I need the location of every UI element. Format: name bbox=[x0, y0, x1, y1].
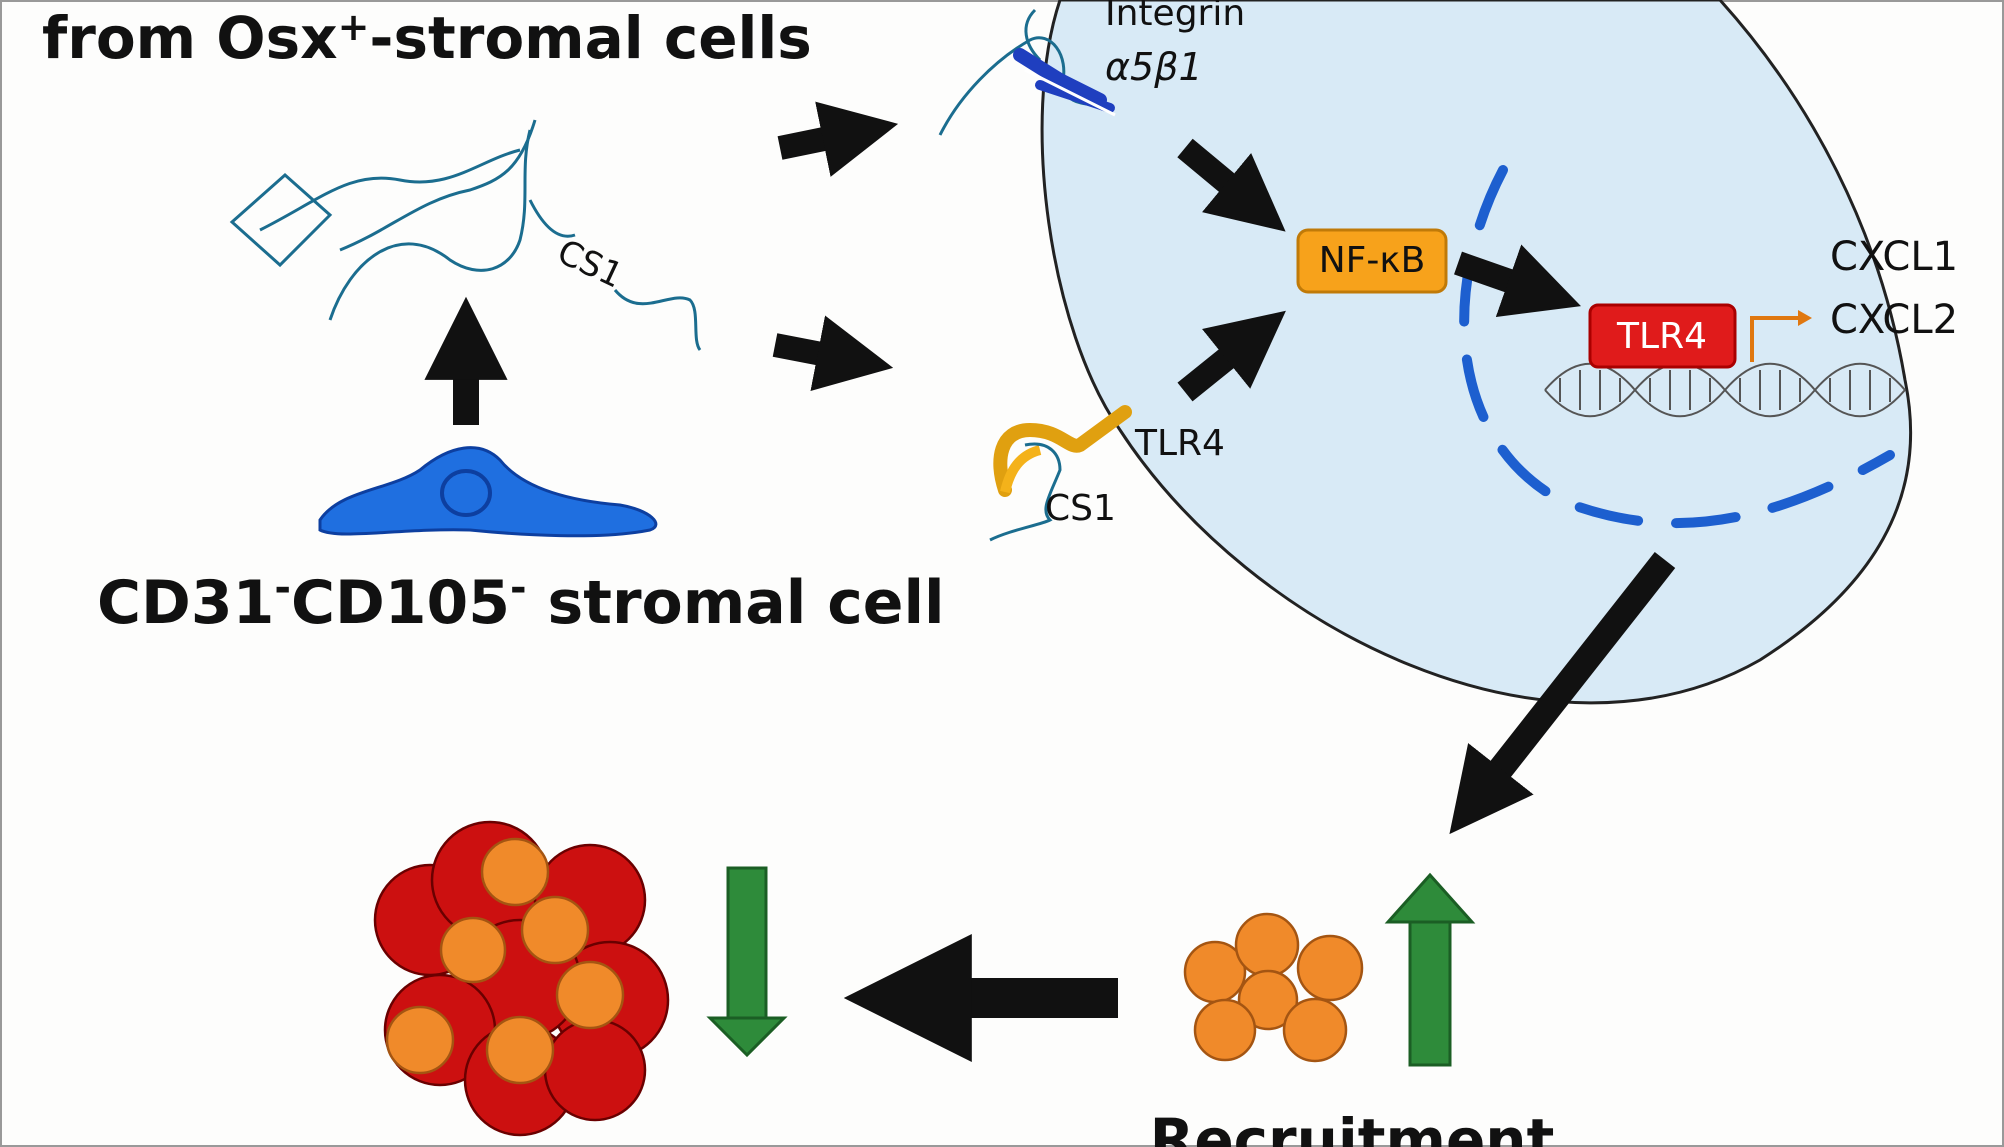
stromal-cell bbox=[318, 446, 658, 538]
tlr4-receptor bbox=[989, 405, 1132, 542]
integrin-label-line1: Integrin bbox=[1105, 0, 1245, 34]
integrin-label-line2: α5β1 bbox=[1105, 45, 1203, 89]
tlr4-receptor-label: TLR4 bbox=[1134, 423, 1225, 464]
arrow-nfkb-to-tlr4-gene bbox=[1454, 244, 1581, 317]
cxcl2-label: CXCL2 bbox=[1830, 297, 1958, 343]
target-cell bbox=[1040, 0, 1913, 705]
transcription-arrowhead bbox=[1798, 310, 1812, 326]
tumor-neutrophils bbox=[385, 837, 625, 1085]
stromal-nucleus bbox=[440, 469, 492, 517]
neutrophil-cluster bbox=[1183, 912, 1364, 1063]
transcription-arrow bbox=[1750, 316, 1800, 362]
arrow-integrin-to-nfkb bbox=[1177, 138, 1286, 232]
tlr4-gene-label: TLR4 bbox=[1616, 316, 1707, 357]
tlr4-gene-box: TLR4 bbox=[1588, 303, 1737, 369]
arrow-tlr4-to-nfkb bbox=[1177, 310, 1286, 402]
arrow-nucleus-to-recruitment bbox=[1449, 551, 1676, 835]
recruitment-label: Recruitment bbox=[1150, 1106, 1555, 1147]
dna-helix bbox=[1544, 362, 1906, 418]
fibronectin-fiber bbox=[229, 119, 702, 351]
nuclear-envelope bbox=[1459, 165, 1895, 529]
integrin-receptor bbox=[938, 8, 1116, 136]
green-down-arrow bbox=[706, 866, 788, 1058]
title-text: from Osx+-stromal cells bbox=[42, 4, 812, 72]
cs1-ligand-label: CS1 bbox=[1045, 488, 1116, 529]
stromal-cell-label: CD31-CD105- stromal cell bbox=[97, 565, 945, 638]
cxcl1-label: CXCL1 bbox=[1830, 234, 1958, 280]
nfkb-label: NF-κB bbox=[1319, 240, 1426, 281]
green-up-arrow bbox=[1384, 872, 1476, 1067]
cs1-fiber-label: CS1 bbox=[551, 232, 629, 297]
nfkb-box: NF-κB bbox=[1296, 228, 1448, 294]
arrow-fiber-to-integrin bbox=[777, 101, 899, 177]
arrow-fiber-to-tlr4 bbox=[772, 315, 894, 391]
